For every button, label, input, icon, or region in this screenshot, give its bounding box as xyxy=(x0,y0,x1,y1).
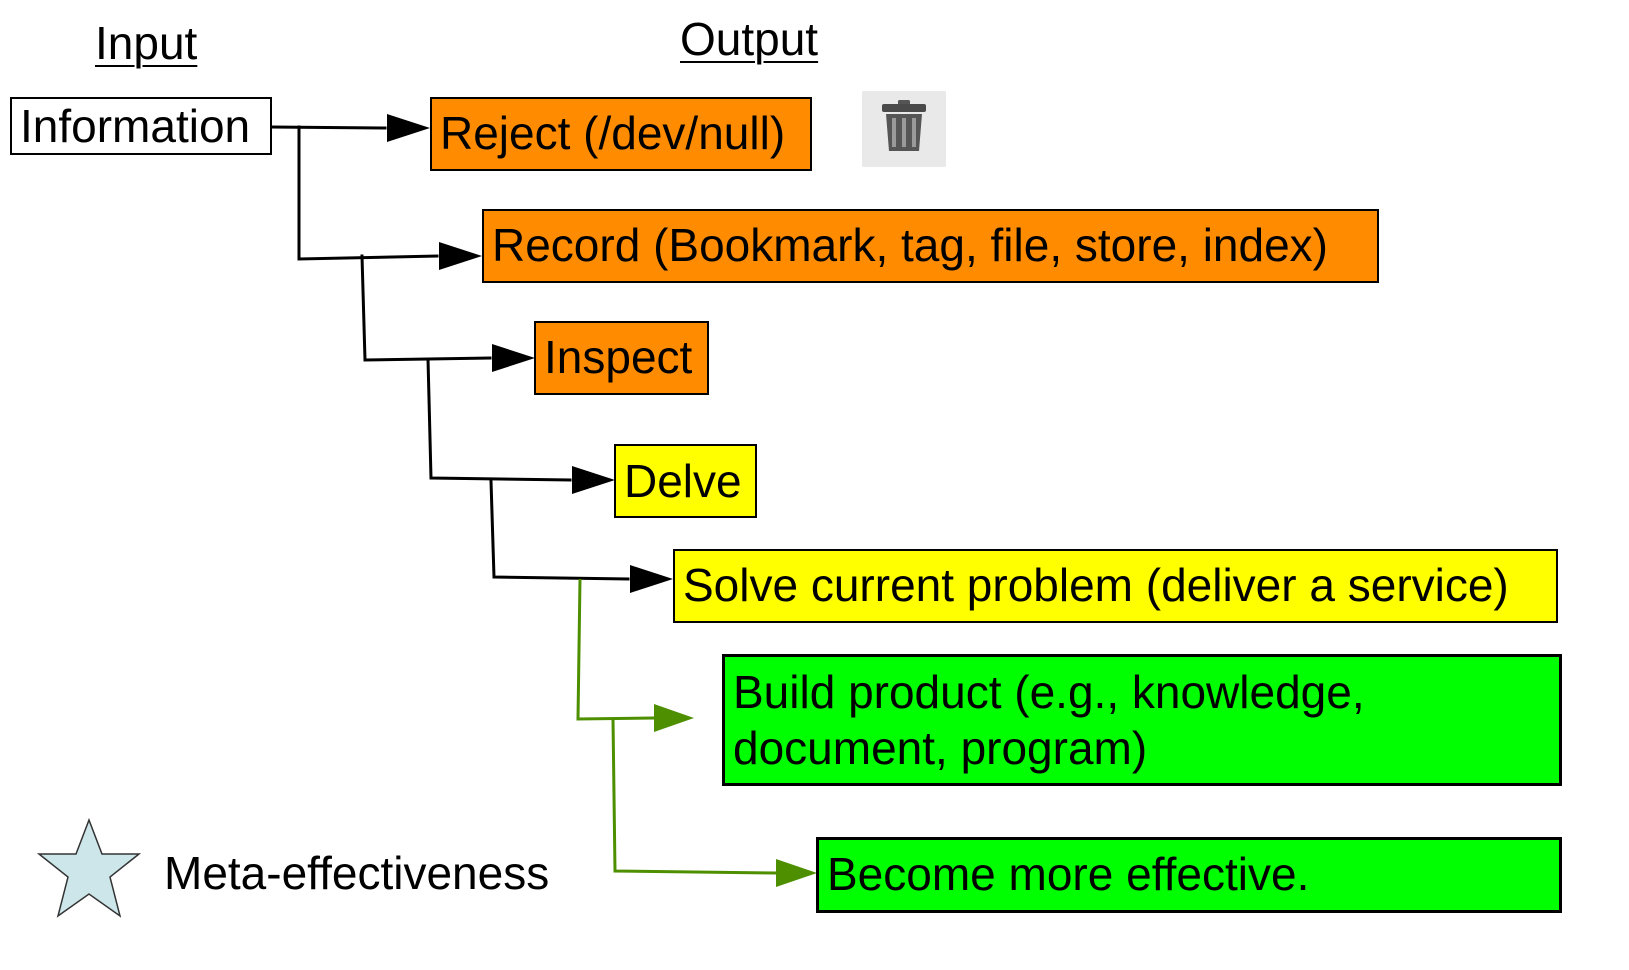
connector-to-become xyxy=(611,718,777,875)
trash-can-icon xyxy=(862,91,946,167)
become-node: Become more effective. xyxy=(816,837,1562,913)
arrowhead-delve xyxy=(572,466,615,494)
solve-node: Solve current problem (deliver a service… xyxy=(673,549,1558,623)
legend-label: Meta-effectiveness xyxy=(164,847,550,899)
inspect-node: Inspect xyxy=(534,321,709,395)
information-node: Information xyxy=(10,97,272,155)
connector-to-delve xyxy=(426,357,572,482)
connector-information-to-reject xyxy=(270,125,387,130)
arrowhead-reject xyxy=(387,114,430,142)
arrowhead-become xyxy=(776,859,817,887)
connector-to-inspect xyxy=(360,254,492,362)
build-node: Build product (e.g., knowledge, document… xyxy=(722,654,1562,786)
arrowhead-build xyxy=(654,704,694,732)
output-heading: Output xyxy=(680,13,819,65)
arrowhead-inspect xyxy=(492,344,535,372)
input-heading: Input xyxy=(95,17,198,69)
connector-to-build xyxy=(576,578,655,721)
record-node: Record (Bookmark, tag, file, store, inde… xyxy=(482,209,1379,283)
delve-node: Delve xyxy=(614,444,757,518)
reject-node: Reject (/dev/null) xyxy=(430,97,812,171)
connector-to-record xyxy=(297,125,439,261)
arrowhead-solve xyxy=(630,565,673,593)
arrowhead-record xyxy=(439,242,482,270)
star-icon xyxy=(36,818,142,918)
connector-to-solve xyxy=(489,479,630,581)
